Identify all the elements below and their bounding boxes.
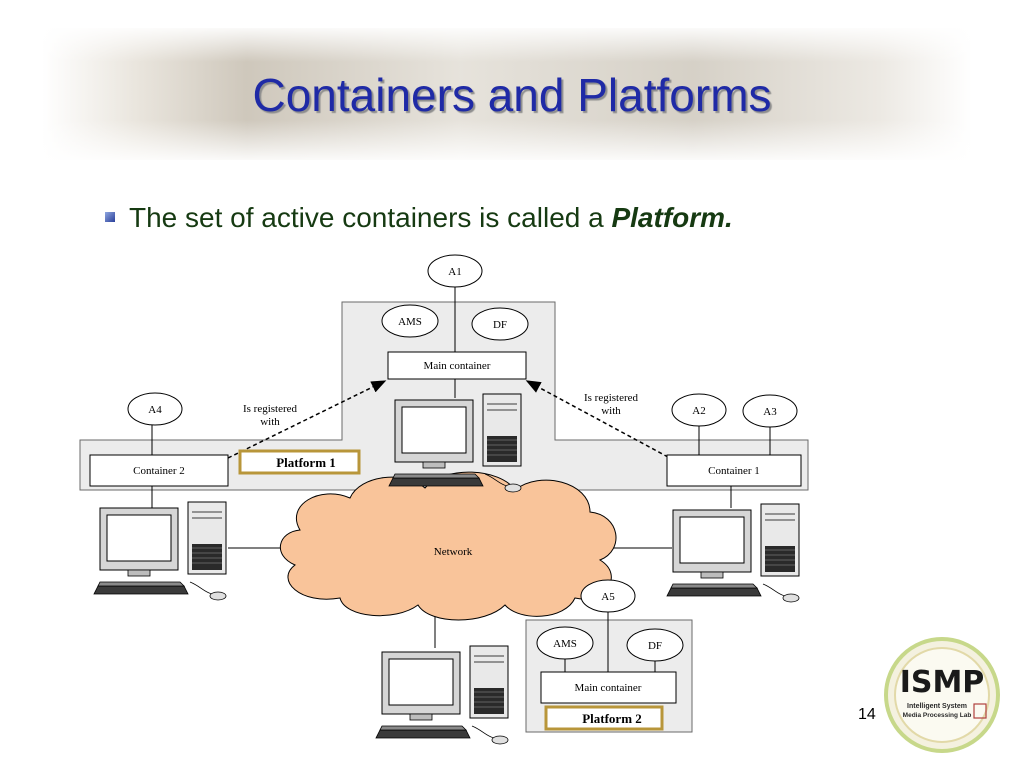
- bullet-text: The set of active containers is called a: [129, 202, 612, 233]
- container-2-label: Container 2: [133, 465, 185, 477]
- agent-a3: [742, 394, 798, 428]
- df-service-bottom: [626, 628, 684, 662]
- main-container-top: [387, 351, 527, 380]
- network-label: Network: [434, 546, 473, 558]
- platform-1-region: [79, 301, 809, 491]
- agent-a1-label: A1: [448, 266, 461, 278]
- main-container-bottom: [540, 671, 677, 704]
- logo-line2: Media Processing Lab: [903, 712, 972, 719]
- agent-a2: [671, 393, 727, 427]
- logo-seal-icon: [973, 703, 987, 719]
- ams-top-label: AMS: [398, 316, 422, 328]
- main-container-top-label: Main container: [424, 360, 491, 372]
- ams-service-bottom: [536, 626, 594, 660]
- platform-2-label-box: [544, 705, 664, 731]
- agent-a4: [127, 392, 183, 426]
- registration-arrow-right: [525, 380, 669, 458]
- slide-title: Containers and Platforms: [252, 69, 772, 121]
- computer-icon: [666, 503, 800, 603]
- logo-mark: ISMP: [900, 665, 985, 700]
- registration-arrow-left: [227, 380, 387, 459]
- computer-icon: [93, 501, 227, 601]
- connection-lines: [151, 287, 771, 672]
- logo-line1: Intelligent System: [907, 703, 967, 710]
- df-top-label: DF: [493, 319, 507, 331]
- agent-a5-label: A5: [601, 591, 615, 603]
- page-number: 14: [858, 706, 876, 723]
- square-bullet-icon: [105, 211, 115, 222]
- bullet-emphasis: Platform.: [611, 202, 733, 233]
- platform-1-label: Platform 1: [276, 455, 336, 470]
- title-banner: [42, 28, 972, 160]
- container-1-box: [666, 454, 802, 487]
- platform-2-label: Platform 2: [582, 711, 642, 726]
- agent-a3-label: A3: [763, 406, 777, 418]
- registration-left-line1: Is registered: [243, 403, 298, 415]
- registration-right-line1: Is registered: [584, 392, 639, 404]
- computer-icon: [375, 645, 509, 745]
- registration-right-line2: with: [601, 405, 621, 417]
- df-bottom-label: DF: [648, 640, 662, 652]
- agent-a5: [580, 579, 636, 613]
- container-2-box: [89, 454, 229, 487]
- platform-1-label-box: [238, 449, 361, 475]
- bullet-point: The set of active containers is called a…: [105, 202, 733, 234]
- container-1-label: Container 1: [708, 465, 760, 477]
- lab-logo: ISMP Intelligent System Media Processing…: [884, 637, 1000, 753]
- agent-a2-label: A2: [692, 405, 705, 417]
- df-service-top: [471, 307, 529, 341]
- agent-a4-label: A4: [148, 404, 162, 416]
- agent-a1: [427, 254, 483, 288]
- ams-service-top: [381, 304, 439, 338]
- registration-left-line2: with: [260, 416, 280, 428]
- ams-bottom-label: AMS: [553, 638, 577, 650]
- main-container-bottom-label: Main container: [575, 682, 642, 694]
